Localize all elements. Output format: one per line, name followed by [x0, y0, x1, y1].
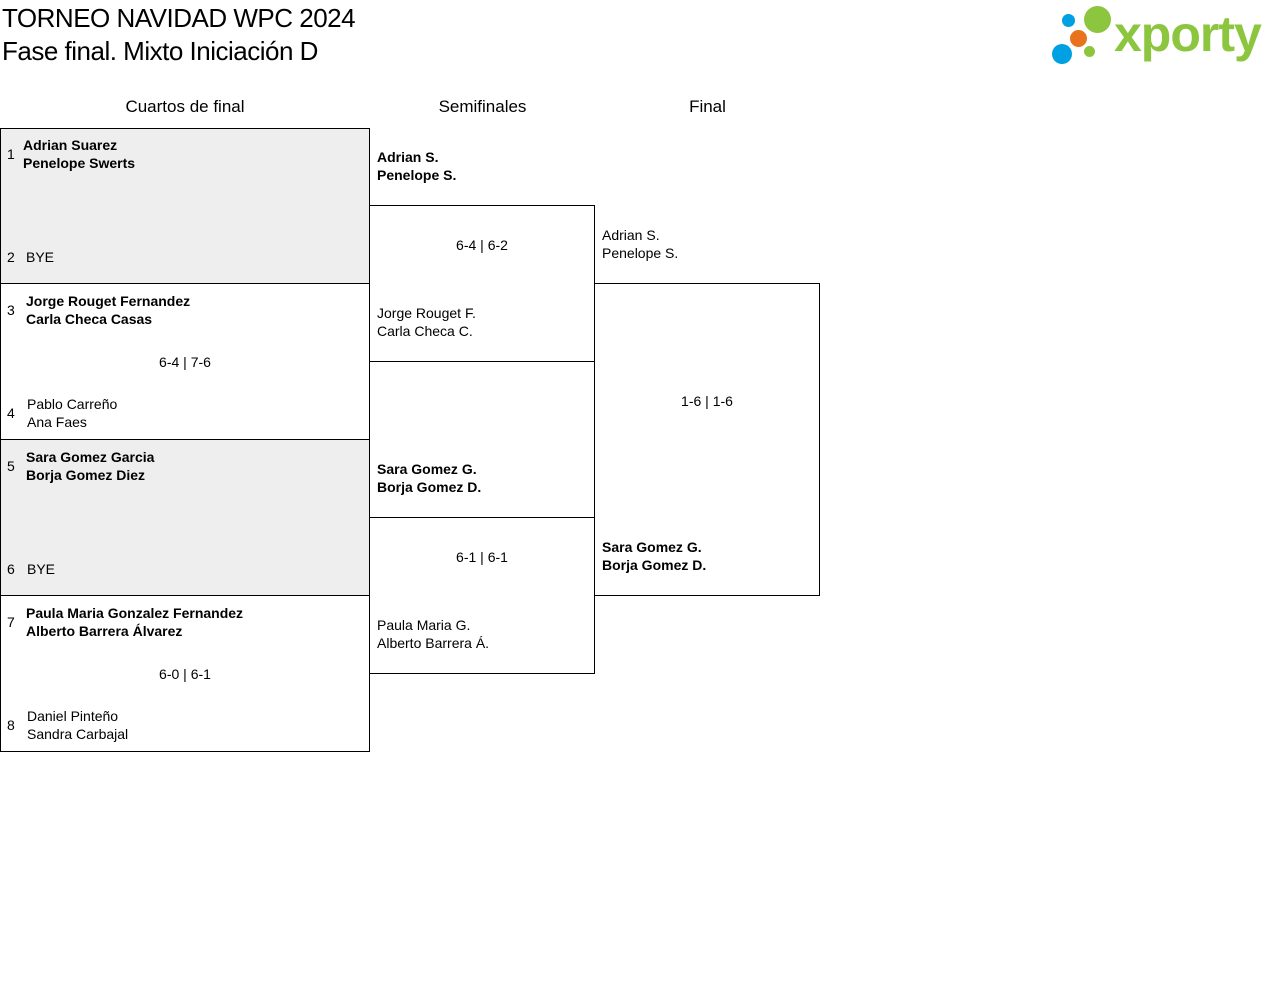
logo-dot-blue-large — [1052, 44, 1072, 64]
player-name: Adrian S. — [602, 227, 660, 243]
quarterfinal-match-1 — [0, 128, 370, 284]
seed-number: 2 — [7, 249, 15, 265]
player-name: Carla Checa C. — [377, 323, 473, 339]
bye-label: BYE — [26, 249, 55, 265]
player-name: Carla Checa Casas — [26, 311, 153, 327]
player-name: Borja Gomez D. — [377, 479, 482, 495]
logo-dot-orange — [1070, 30, 1087, 47]
match-score: 6-4 | 7-6 — [159, 354, 211, 370]
phase-subtitle: Fase final. Mixto Iniciación D — [2, 36, 318, 66]
player-name: Adrian Suarez — [23, 137, 118, 153]
match-score: 6-1 | 6-1 — [456, 549, 508, 565]
player-name: Alberto Barrera Álvarez — [26, 623, 183, 639]
round-header-quarterfinals: Cuartos de final — [125, 97, 245, 116]
player-name: Penelope Swerts — [23, 155, 136, 171]
player-name: Jorge Rouget F. — [377, 305, 476, 321]
xporty-logo: xporty — [1050, 4, 1276, 66]
player-name: Paula Maria G. — [377, 617, 471, 633]
match-score: 6-0 | 6-1 — [159, 666, 211, 682]
player-name: Penelope S. — [377, 167, 457, 183]
player-name: Jorge Rouget Fernandez — [26, 293, 191, 309]
player-name: Ana Faes — [27, 414, 87, 430]
player-name: Pablo Carreño — [27, 396, 118, 412]
seed-number: 7 — [7, 614, 15, 630]
seed-number: 3 — [7, 302, 15, 318]
logo-dot-blue — [1062, 14, 1075, 27]
match-score: 1-6 | 1-6 — [681, 393, 733, 409]
player-name: Adrian S. — [377, 149, 439, 165]
logo-dot-green-small — [1084, 46, 1095, 57]
match-score: 6-4 | 6-2 — [456, 237, 508, 253]
quarterfinal-match-3 — [0, 439, 370, 596]
player-name: Borja Gomez Diez — [26, 467, 146, 483]
player-name: Daniel Pinteño — [27, 708, 119, 724]
round-header-semifinals: Semifinales — [438, 97, 527, 116]
player-name: Borja Gomez D. — [602, 557, 707, 573]
logo-dot-green — [1084, 6, 1111, 33]
player-name: Sandra Carbajal — [27, 726, 129, 742]
player-name: Sara Gomez Garcia — [26, 449, 155, 465]
seed-number: 6 — [7, 561, 15, 577]
player-name: Penelope S. — [602, 245, 679, 261]
seed-number: 1 — [7, 146, 15, 162]
player-name: Paula Maria Gonzalez Fernandez — [26, 605, 244, 621]
seed-number: 8 — [7, 717, 15, 733]
player-name: Sara Gomez G. — [377, 461, 477, 477]
logo-text: xporty — [1114, 6, 1262, 62]
seed-number: 4 — [7, 405, 15, 421]
player-name: Sara Gomez G. — [602, 539, 702, 555]
final-match — [594, 283, 820, 596]
player-name: Alberto Barrera Á. — [377, 635, 490, 651]
tournament-title: TORNEO NAVIDAD WPC 2024 — [2, 3, 356, 33]
seed-number: 5 — [7, 458, 15, 474]
bye-label: BYE — [27, 561, 56, 577]
round-header-final: Final — [689, 97, 726, 116]
